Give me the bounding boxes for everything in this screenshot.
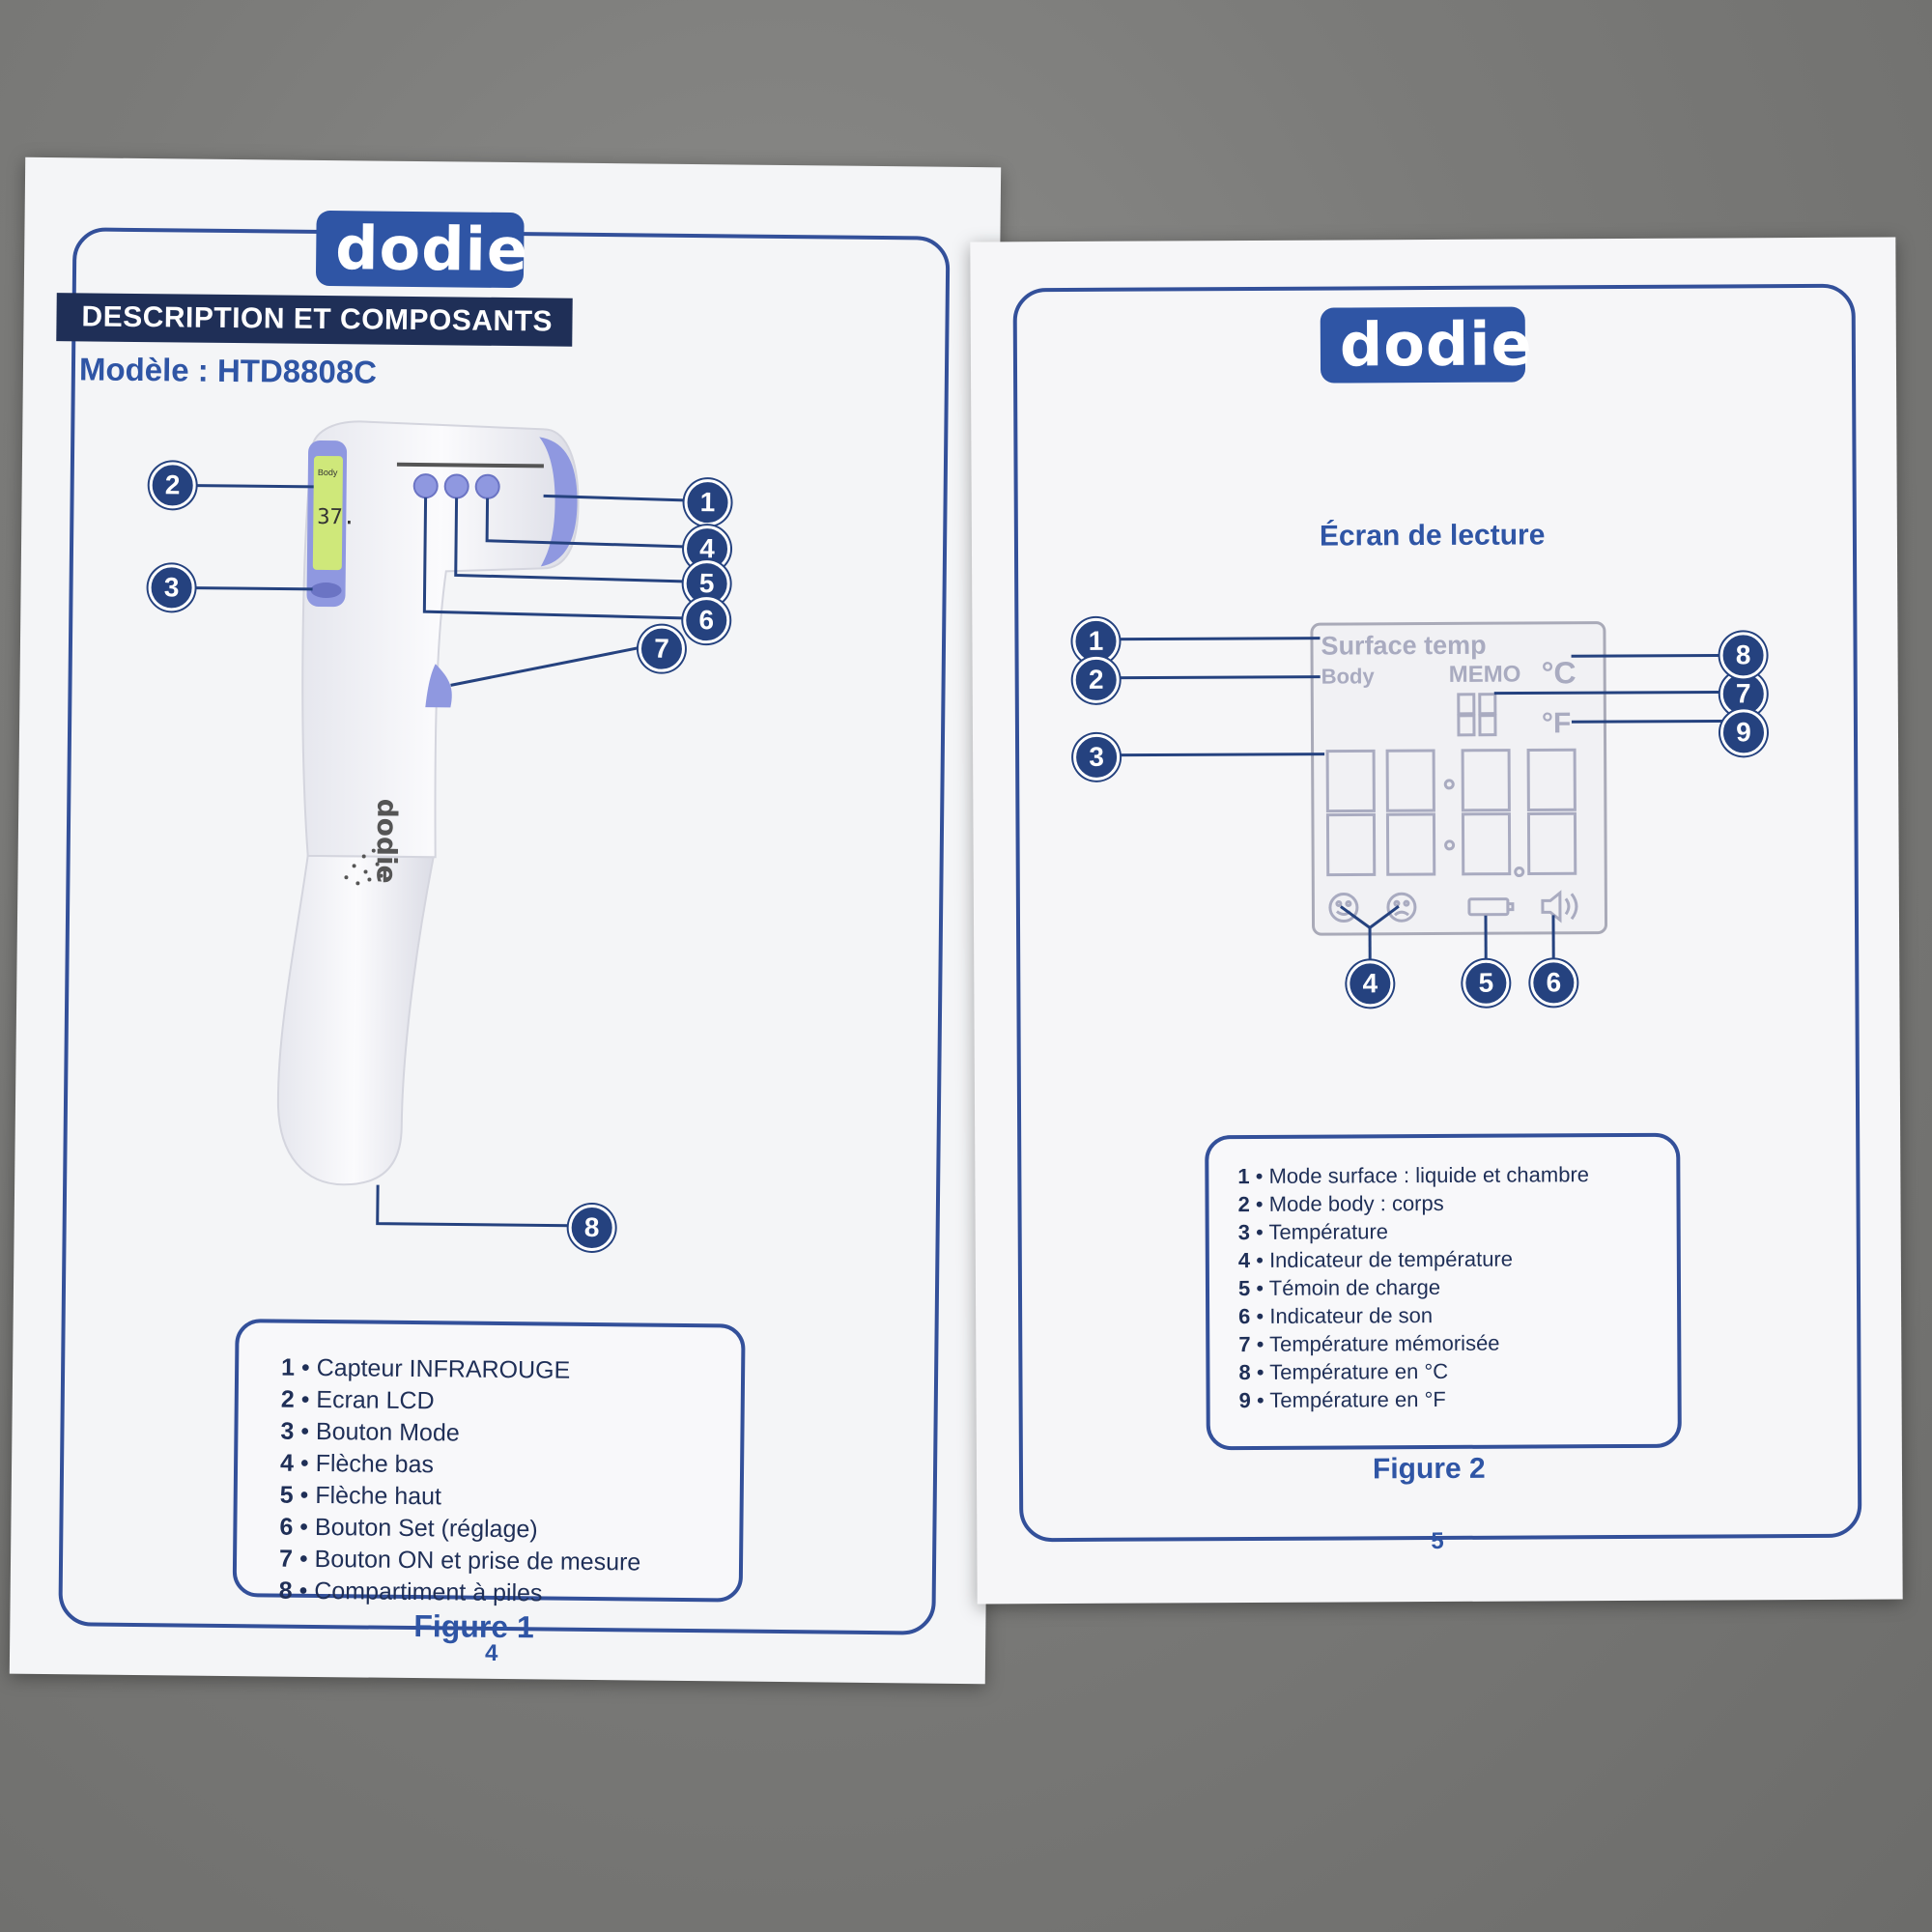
callout-badge-7: 7	[638, 625, 686, 672]
legend-item: 1 • Mode surface : liquide et chambre	[1237, 1162, 1590, 1189]
lcd-diagram: Surface temp Body MEMO °C °F	[1310, 621, 1608, 936]
legend-list: 1 • Mode surface : liquide et chambre 2 …	[1237, 1160, 1590, 1414]
legend-item: 5 • Témoin de charge	[1237, 1274, 1441, 1301]
page-number: 4	[484, 1639, 498, 1666]
legend-box-figure-1: 1 • Capteur INFRAROUGE 2 • Ecran LCD 3 •…	[232, 1319, 746, 1606]
callout-lines	[170, 483, 689, 1228]
up-button	[443, 473, 469, 499]
lcd-callout-badge-9: 9	[1719, 709, 1768, 756]
thermometer-illustration: Body 37. dodie	[170, 420, 689, 1228]
legend-item: 9 • Température en °F	[1238, 1386, 1446, 1413]
lcd-callout-badge-5: 5	[1463, 959, 1510, 1007]
set-button	[412, 473, 439, 499]
callout-badge-3: 3	[148, 564, 195, 611]
legend-item: 8 • Température en °C	[1238, 1358, 1449, 1385]
legend-item: 4 • Flèche bas	[279, 1449, 435, 1479]
lcd-callout-lines	[1097, 637, 1736, 963]
page-number: 5	[1431, 1527, 1444, 1555]
legend-item: 5 • Flèche haut	[279, 1481, 442, 1511]
lcd-reading: 37.	[317, 505, 355, 529]
legend-item: 3 • Bouton Mode	[280, 1417, 460, 1447]
callout-badge-1: 1	[684, 478, 731, 526]
callout-badge-8: 8	[568, 1204, 615, 1252]
legend-item: 3 • Température	[1237, 1219, 1389, 1245]
manual-page-left: dodie DESCRIPTION ET COMPOSANTS Modèle :…	[9, 156, 1002, 1685]
legend-item: 2 • Ecran LCD	[280, 1385, 435, 1415]
legend-item: 7 • Température mémorisée	[1238, 1330, 1500, 1357]
legend-item: 2 • Mode body : corps	[1237, 1190, 1444, 1217]
legend-item: 6 • Indicateur de son	[1238, 1303, 1434, 1329]
lcd-callout-badge-4: 4	[1347, 960, 1394, 1008]
lcd-body-label: Body	[318, 468, 338, 477]
lcd-callout-badge-6: 6	[1530, 959, 1577, 1007]
down-button	[474, 473, 500, 499]
figure-caption: Figure 1	[413, 1608, 535, 1645]
callout-badge-6: 6	[683, 596, 730, 644]
speaker-grille	[344, 848, 384, 886]
legend-item: 7 • Bouton ON et prise de mesure	[278, 1545, 641, 1577]
legend-item: 8 • Compartiment à piles	[278, 1577, 543, 1607]
speaker-icon	[1541, 890, 1578, 923]
lcd-segment-display	[1325, 693, 1578, 923]
battery-icon	[1467, 897, 1515, 917]
legend-item: 1 • Capteur INFRAROUGE	[280, 1353, 571, 1384]
smiley-sad-icon	[1386, 892, 1417, 923]
device-brand-text: dodie	[370, 799, 403, 884]
manual-page-right: dodie Écran de lecture Surface temp Body…	[970, 237, 1903, 1605]
lcd-callout-badge-3: 3	[1072, 733, 1121, 781]
figure-caption: Figure 2	[1372, 1452, 1486, 1486]
legend-box-figure-2: 1 • Mode surface : liquide et chambre 2 …	[1205, 1132, 1682, 1451]
lcd-screen	[312, 455, 343, 571]
legend-list: 1 • Capteur INFRAROUGE 2 • Ecran LCD 3 •…	[279, 1352, 643, 1611]
mode-button	[310, 582, 342, 599]
legend-item: 6 • Bouton Set (réglage)	[279, 1513, 538, 1544]
lcd-callout-badge-2: 2	[1072, 656, 1120, 703]
trigger-button	[425, 664, 452, 708]
lcd-callout-badge-8: 8	[1719, 632, 1767, 679]
legend-item: 4 • Indicateur de température	[1237, 1246, 1514, 1273]
callout-badge-2: 2	[149, 462, 196, 509]
